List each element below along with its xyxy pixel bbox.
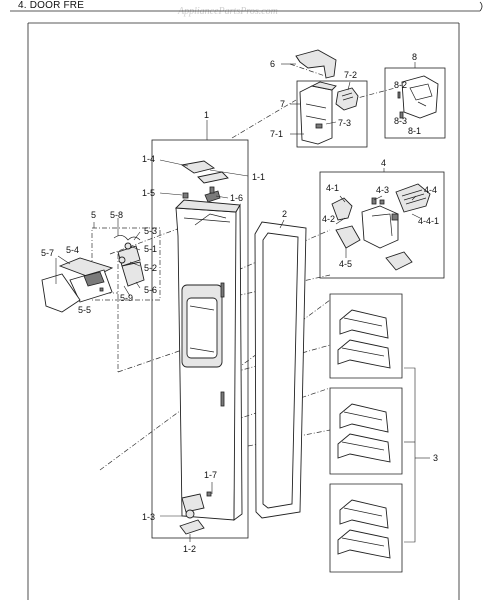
label-5-5: 5-5 — [78, 305, 91, 315]
label-1-3: 1-3 — [142, 512, 155, 522]
handle-cap-part-6 — [295, 49, 337, 79]
page-frame — [10, 1, 483, 600]
label-5-7: 5-7 — [41, 248, 54, 258]
label-1-6: 1-6 — [230, 193, 243, 203]
label-5-8: 5-8 — [110, 210, 123, 220]
section-title: 4. DOOR FRE — [18, 0, 85, 11]
label-2: 2 — [282, 209, 287, 219]
label-5-4: 5-4 — [66, 245, 79, 255]
leader-lines — [55, 62, 421, 542]
label-8: 8 — [412, 52, 417, 62]
callout-labels: 1 1-4 1-1 1-5 1-6 1-7 1-3 1-2 2 3 4 4-1 … — [41, 52, 439, 554]
hinge-part-1-5 — [182, 192, 189, 199]
watermark-text: AppliancePartsPros.com — [178, 6, 278, 17]
label-4-5: 4-5 — [339, 259, 352, 269]
label-4-2: 4-2 — [322, 214, 335, 224]
door-gasket — [254, 221, 307, 519]
label-1: 1 — [204, 110, 209, 120]
bin-set-3 — [337, 499, 391, 559]
label-7: 7 — [280, 99, 285, 109]
label-1-1: 1-1 — [252, 172, 265, 182]
hinge-part-1-6 — [204, 186, 221, 203]
bin-set-1 — [337, 309, 391, 369]
dispenser-unit-part-7 — [296, 80, 368, 148]
label-8-2: 8-2 — [394, 80, 407, 90]
label-5-9: 5-9 — [120, 293, 133, 303]
bottom-hinge-parts — [179, 491, 212, 535]
label-7-3: 7-3 — [338, 118, 351, 128]
label-1-5: 1-5 — [142, 188, 155, 198]
label-4: 4 — [381, 158, 386, 168]
door-bins-part-3 — [329, 293, 430, 573]
label-1-4: 1-4 — [142, 154, 155, 164]
label-5-6: 5-6 — [144, 285, 157, 295]
label-7-1: 7-1 — [270, 129, 283, 139]
label-4-4: 4-4 — [424, 185, 437, 195]
label-6: 6 — [270, 59, 275, 69]
bin-set-2 — [337, 403, 391, 463]
label-1-7: 1-7 — [204, 470, 217, 480]
door-panel — [151, 139, 249, 539]
label-4-4-1: 4-4-1 — [418, 216, 439, 226]
dispenser-assembly-part-4 — [319, 171, 445, 279]
label-4-3: 4-3 — [376, 185, 389, 195]
label-5-3: 5-3 — [144, 226, 157, 236]
top-cap-part-1-4 — [180, 160, 229, 184]
label-3: 3 — [433, 453, 438, 463]
label-5-1: 5-1 — [144, 244, 157, 254]
label-8-3: 8-3 — [394, 116, 407, 126]
label-8-1: 8-1 — [408, 126, 421, 136]
label-7-2: 7-2 — [344, 70, 357, 80]
dispenser-module-part-5 — [41, 227, 161, 313]
label-1-2: 1-2 — [183, 544, 196, 554]
label-5: 5 — [91, 210, 96, 220]
label-4-1: 4-1 — [326, 183, 339, 193]
label-5-2: 5-2 — [144, 263, 157, 273]
